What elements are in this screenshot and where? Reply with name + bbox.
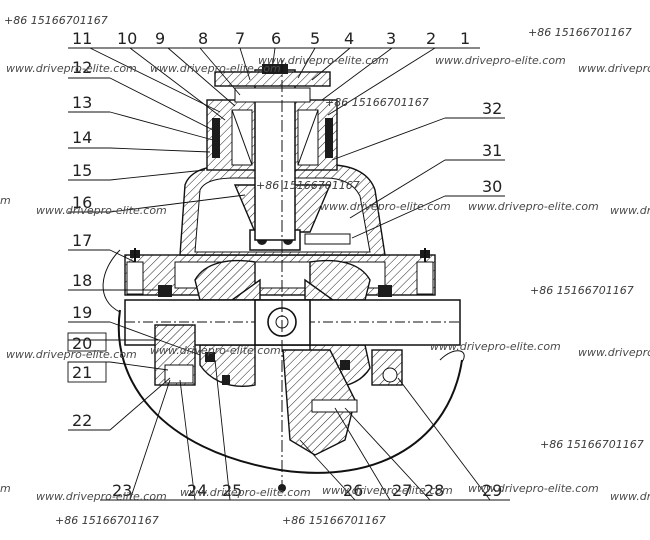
watermark-site: www.drivepro-elite.com xyxy=(322,484,453,497)
pinion-bolt xyxy=(304,233,351,245)
label-3: 3 xyxy=(386,29,396,48)
watermark-site: www.drivepro-elite.com xyxy=(36,490,167,503)
label-19: 19 xyxy=(72,303,92,322)
label-6: 6 xyxy=(271,29,281,48)
label-17: 17 xyxy=(72,231,92,250)
watermark-site: www.drivepro-elite.com xyxy=(430,340,561,353)
label-24: 24 xyxy=(187,481,207,500)
label-1: 1 xyxy=(460,29,470,48)
watermark-phone: +86 15166701167 xyxy=(55,514,159,527)
label-25: 25 xyxy=(222,481,242,500)
watermark-site: www.drivepro-elite.com xyxy=(150,62,281,75)
label-15: 15 xyxy=(72,161,92,180)
axle-housing-arc xyxy=(117,309,463,474)
watermark-site-fragment: m xyxy=(0,194,11,207)
label-16: 16 xyxy=(72,193,92,212)
watermark-site-fragment: www.dr xyxy=(610,490,650,503)
watermark-phone: +86 15166701167 xyxy=(528,26,632,39)
label-4: 4 xyxy=(344,29,354,48)
label-11: 11 xyxy=(72,29,92,48)
watermarks: +86 15166701167 +86 15166701167 +86 1516… xyxy=(0,14,650,527)
watermark-site: www.drivepro-elite.com xyxy=(468,482,599,495)
watermark-site-fragment: www.dr xyxy=(610,204,650,217)
label-14: 14 xyxy=(72,128,92,147)
label-22: 22 xyxy=(72,411,92,430)
label-28: 28 xyxy=(424,481,444,500)
watermark-site: www.drivepro-elite.com xyxy=(36,204,167,217)
ring-gear-bolt xyxy=(311,399,358,413)
watermark-phone: +86 15166701167 xyxy=(282,514,386,527)
part-number-labels: 11 10 9 8 7 6 5 4 3 2 1 12 13 14 15 16 1… xyxy=(72,29,502,500)
leader-lines xyxy=(67,47,510,501)
label-20: 20 xyxy=(72,334,92,353)
label-27: 27 xyxy=(392,481,412,500)
label-21: 21 xyxy=(72,363,92,382)
watermark-site-fragment: m xyxy=(0,482,11,495)
label-32: 32 xyxy=(482,99,502,118)
label-13: 13 xyxy=(72,93,92,112)
watermark-phone: +86 15166701167 xyxy=(256,179,360,192)
watermark-site: www.drivepro-elite.com xyxy=(468,200,599,213)
watermark-phone: +86 15166701167 xyxy=(530,284,634,297)
label-29: 29 xyxy=(482,481,502,500)
label-10: 10 xyxy=(117,29,137,48)
watermark-site: www.drivepro-elite.com xyxy=(150,344,281,357)
label-2: 2 xyxy=(426,29,436,48)
watermark-site: www.drivepro-elite.com xyxy=(6,348,137,361)
watermark-phone: +86 15166701167 xyxy=(540,438,644,451)
watermark-site: www.drivepro-elite.com xyxy=(258,54,389,67)
watermark-phone: +86 15166701167 xyxy=(4,14,108,27)
label-8: 8 xyxy=(198,29,208,48)
label-31: 31 xyxy=(482,141,502,160)
pinion-nut xyxy=(262,64,288,74)
watermark-site-cut: www.drivepro- xyxy=(578,346,650,359)
label-23: 23 xyxy=(112,481,132,500)
watermark-site-cut: www.drivepro- xyxy=(578,62,650,75)
label-26: 26 xyxy=(343,481,363,500)
watermark-site: www.drivepro-elite.com xyxy=(320,200,451,213)
watermark-site: www.drivepro-elite.com xyxy=(180,486,311,499)
label-30: 30 xyxy=(482,177,502,196)
assembly-drawing xyxy=(102,60,465,495)
label-18: 18 xyxy=(72,271,92,290)
watermark-site: www.drivepro-elite.com xyxy=(435,54,566,67)
label-7: 7 xyxy=(235,29,245,48)
label-12: 12 xyxy=(72,58,92,77)
label-9: 9 xyxy=(155,29,165,48)
label-5: 5 xyxy=(310,29,320,48)
watermark-site: www.drivepro-elite.com xyxy=(6,62,137,75)
watermark-phone: +86 15166701167 xyxy=(325,96,429,109)
